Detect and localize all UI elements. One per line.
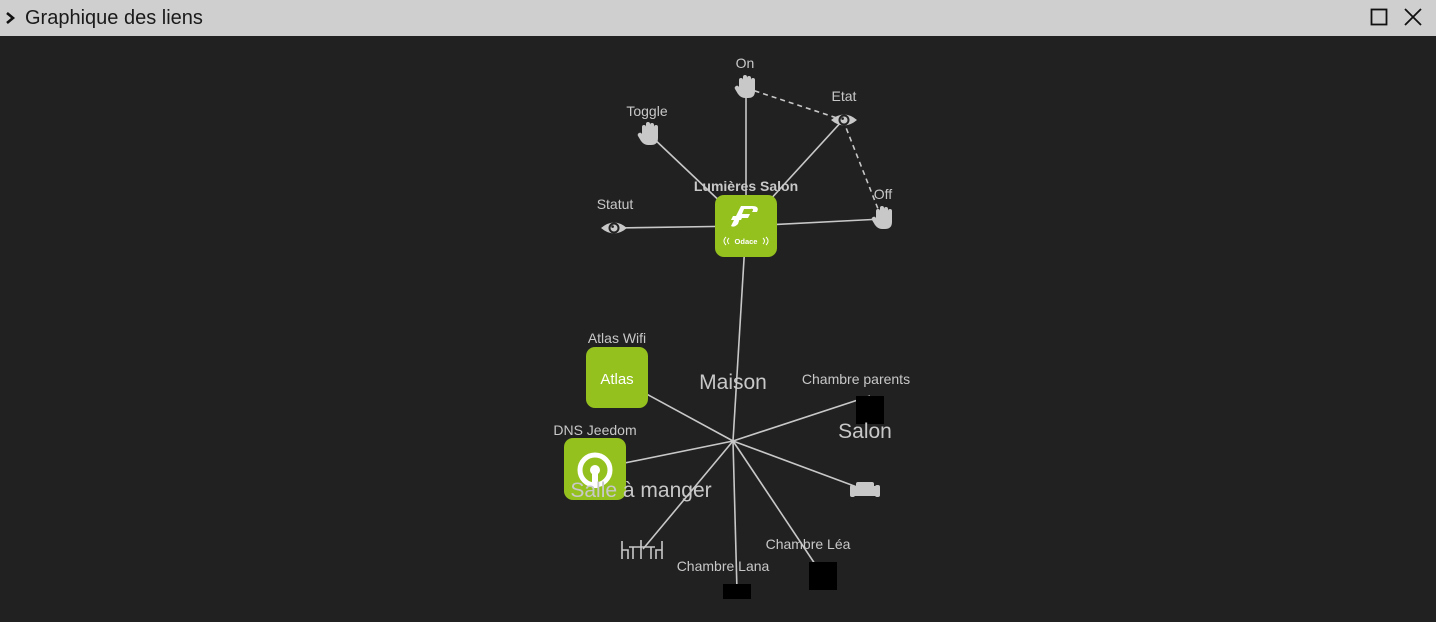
node-off[interactable]: Off — [871, 186, 893, 229]
links-graph[interactable]: On Toggle Etat Off Statut Odace Lumières… — [0, 36, 1436, 622]
node-chambre-parents-label: Chambre parents — [802, 371, 910, 387]
hand-icon — [734, 75, 755, 98]
node-statut[interactable]: Statut — [597, 196, 634, 234]
node-salle-a-manger-label: Salle à manger — [570, 479, 711, 502]
node-chambre-lana[interactable]: Chambre Lana — [677, 558, 770, 599]
node-lumieres-salon-label: Lumières Salon — [694, 178, 798, 194]
node-salon[interactable]: Salon — [838, 420, 892, 497]
odace-logo-mark — [731, 206, 758, 227]
node-maison-label[interactable]: Maison — [699, 371, 767, 394]
node-toggle-label: Toggle — [626, 103, 667, 119]
dns-stem-icon — [592, 472, 598, 488]
hand-icon — [871, 206, 892, 229]
links-maison — [594, 377, 871, 592]
wireless-waves-icon — [723, 236, 769, 246]
node-atlas-wifi-label: Atlas Wifi — [588, 330, 646, 346]
dining-table-icon — [621, 540, 663, 559]
room-image-placeholder — [723, 584, 751, 599]
eye-icon — [601, 222, 627, 234]
node-dns-jeedom[interactable]: DNS Jeedom — [553, 422, 637, 500]
hand-icon — [637, 122, 658, 145]
room-image-placeholder — [856, 396, 884, 424]
room-image-placeholder — [809, 562, 837, 590]
node-off-label: Off — [874, 186, 893, 202]
odace-logo-mark-2 — [731, 216, 743, 220]
odace-plugin-icon — [715, 195, 777, 257]
close-icon[interactable] — [1403, 7, 1423, 27]
chevron-right-icon[interactable] — [4, 9, 18, 27]
window-titlebar: Graphique des liens — [0, 0, 1436, 36]
sofa-icon — [850, 482, 880, 497]
node-chambre-parents[interactable]: Chambre parents — [802, 371, 910, 424]
links-dashed — [745, 87, 883, 220]
node-atlas-wifi[interactable]: Atlas Wifi Atlas — [586, 330, 648, 408]
node-statut-label: Statut — [597, 196, 634, 212]
node-chambre-lea-label: Chambre Léa — [766, 536, 851, 552]
odace-logo-text: Odace — [735, 237, 758, 246]
eye-icon — [831, 114, 857, 126]
node-chambre-lea[interactable]: Chambre Léa — [766, 536, 851, 590]
node-salon-label: Salon — [838, 420, 892, 443]
maximize-icon[interactable] — [1370, 8, 1388, 26]
node-salle-a-manger[interactable]: Salle à manger — [570, 479, 712, 559]
atlas-plugin-icon — [586, 347, 648, 408]
node-on[interactable]: On — [734, 55, 755, 98]
node-on-label: On — [736, 55, 755, 71]
node-dns-jeedom-label: DNS Jeedom — [553, 422, 636, 438]
atlas-logo-text: Atlas — [600, 371, 633, 388]
node-lumieres-salon[interactable]: Odace Lumières Salon — [694, 178, 798, 257]
node-toggle[interactable]: Toggle — [626, 103, 668, 145]
window-title: Graphique des liens — [25, 7, 203, 29]
node-etat[interactable]: Etat — [831, 88, 857, 126]
node-etat-label: Etat — [832, 88, 857, 104]
node-chambre-lana-label: Chambre Lana — [677, 558, 770, 574]
